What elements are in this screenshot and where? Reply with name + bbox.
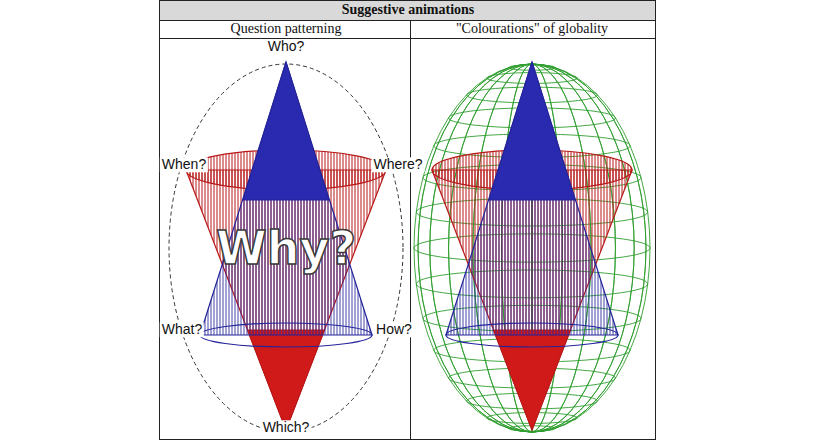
question-label: Where? — [371, 157, 424, 172]
question-label: When? — [160, 157, 208, 172]
column-header: "Colourations" of globality — [456, 21, 608, 36]
question-label: Who? — [266, 39, 307, 54]
question-label: Which? — [261, 420, 312, 435]
question-label: What? — [160, 322, 204, 337]
question-label: How? — [374, 322, 414, 337]
table-header: Suggestive animations — [342, 2, 475, 17]
column-header: Question patterning — [231, 21, 342, 36]
double-cone — [186, 62, 386, 430]
central-question: Why? — [216, 223, 356, 274]
double-cone — [432, 62, 632, 430]
table-grid — [160, 1, 656, 440]
header-band — [160, 1, 656, 21]
